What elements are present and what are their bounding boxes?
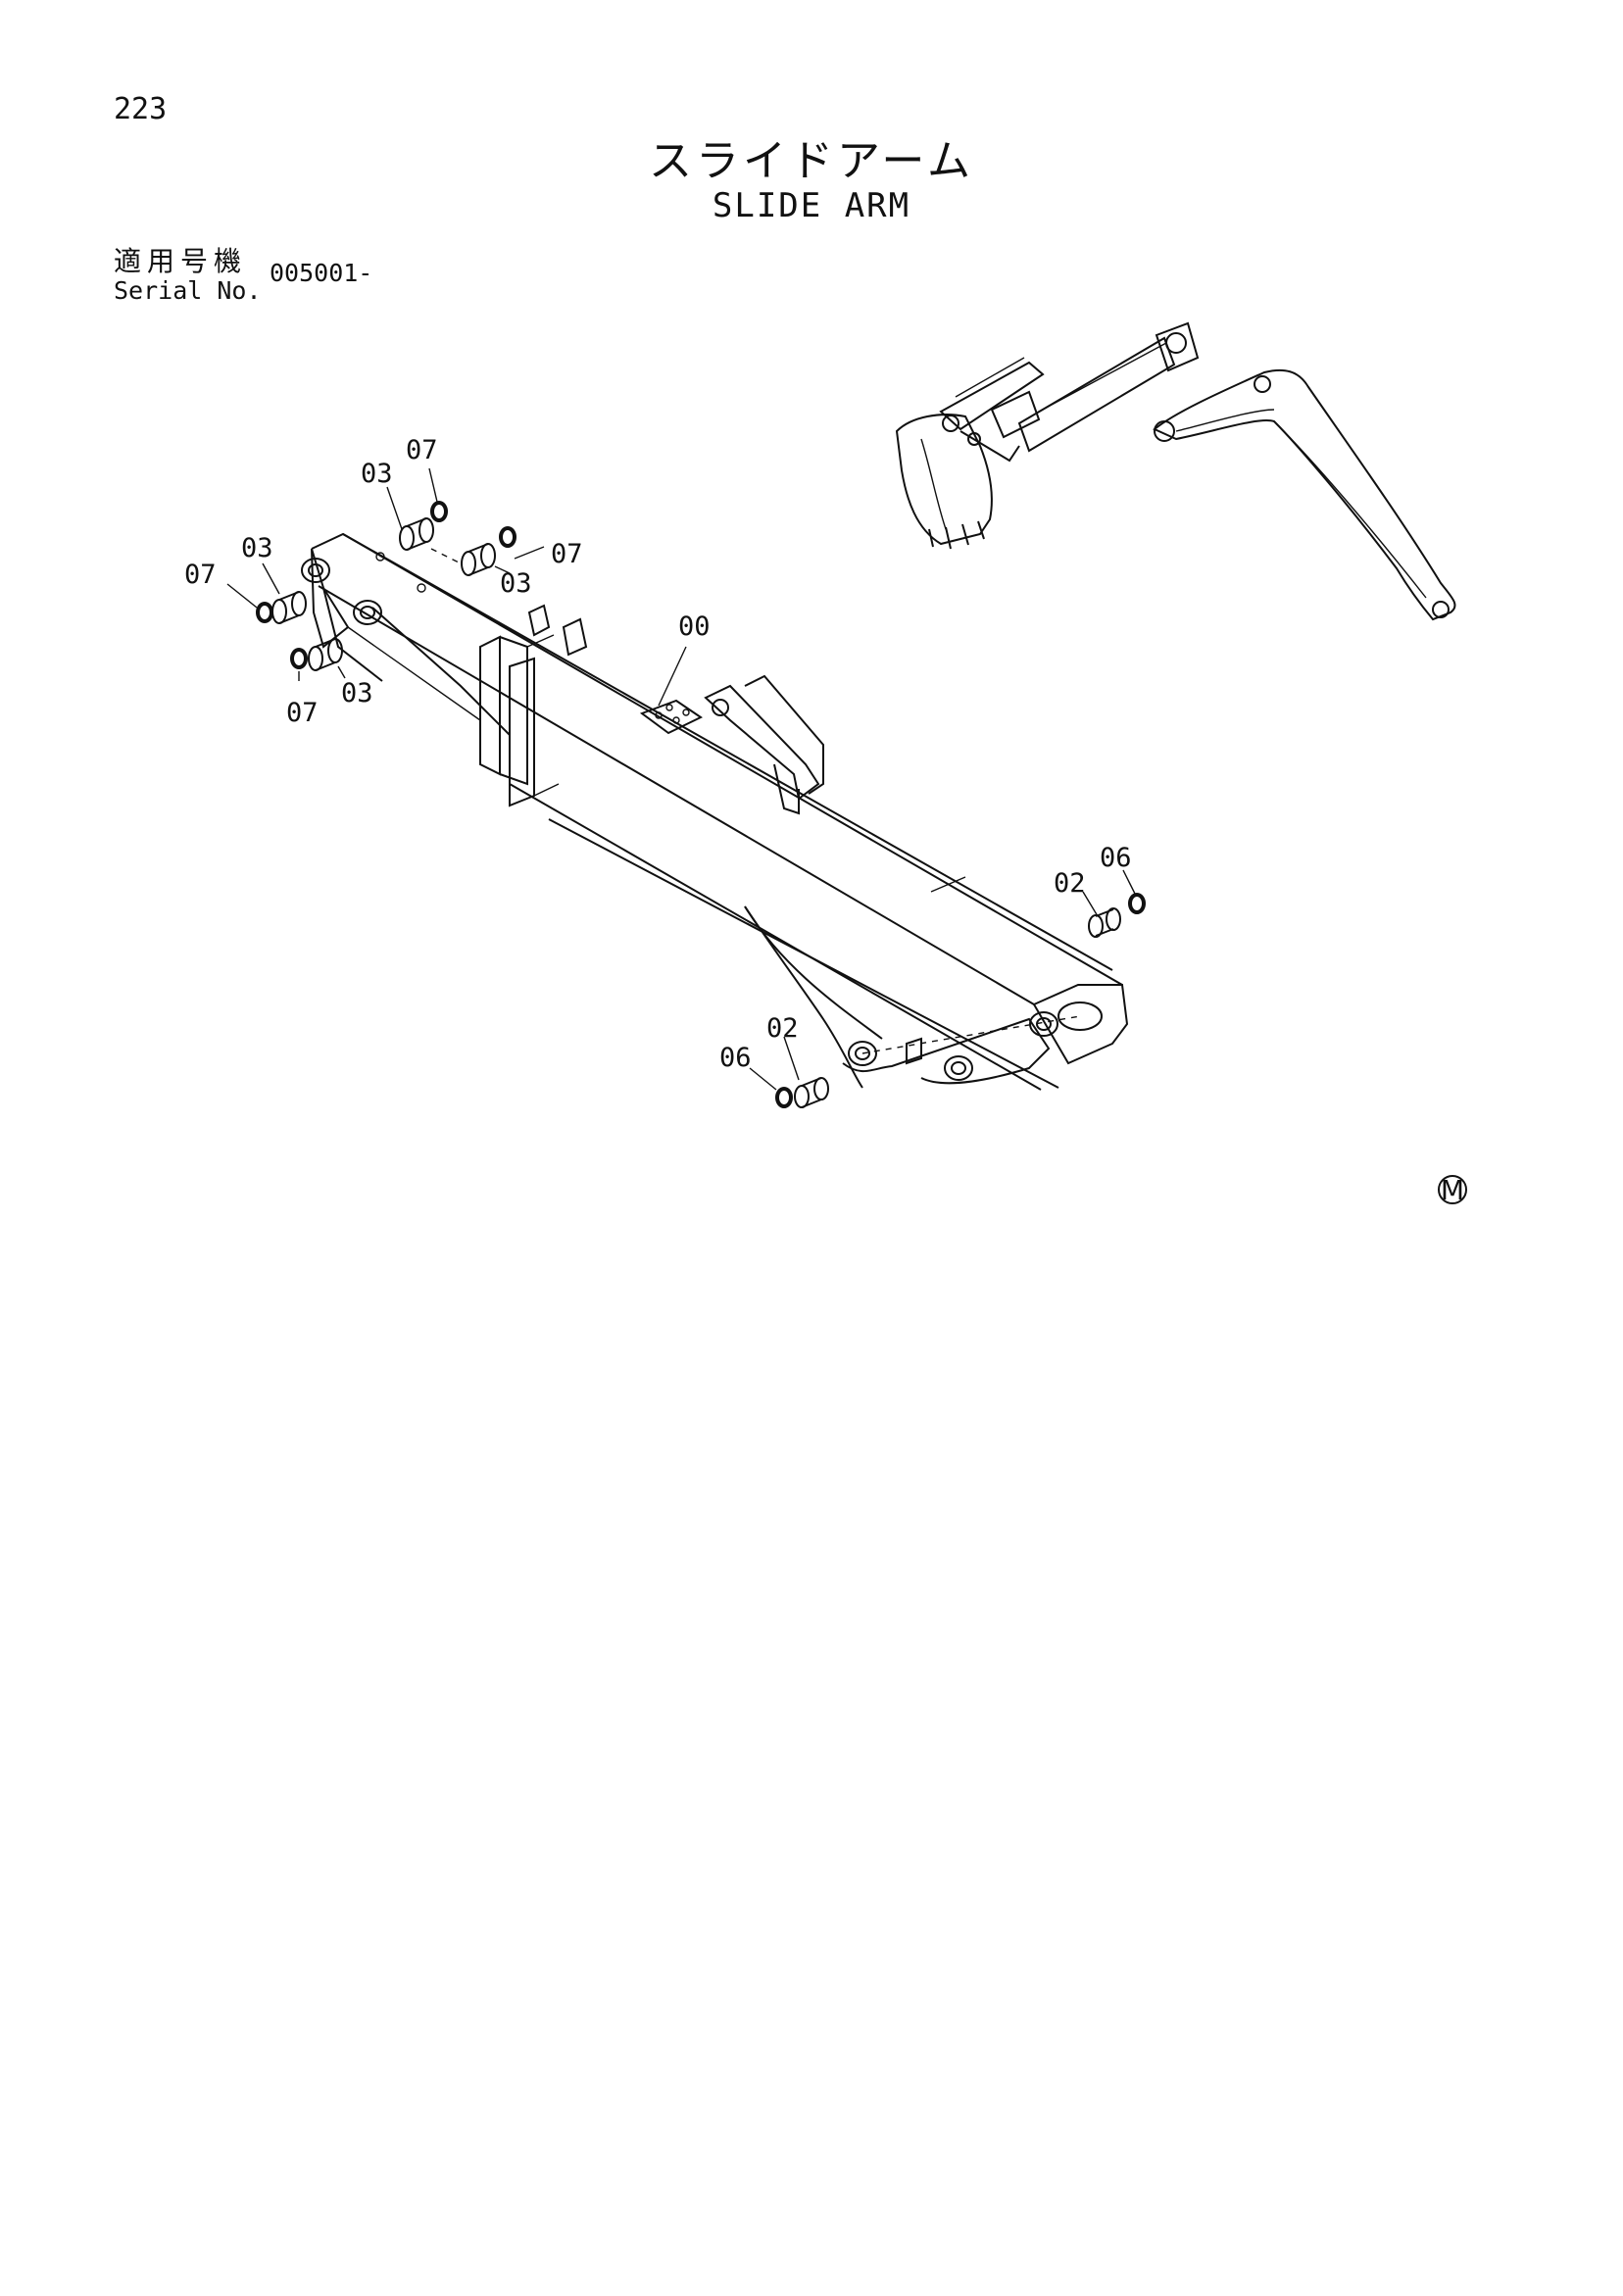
page-title-english: SLIDE ARM bbox=[712, 186, 911, 225]
callout-03-bottom: 03 bbox=[341, 678, 373, 708]
bushings-and-seals bbox=[256, 501, 1146, 1108]
callout-labels: 07 03 03 07 07 03 03 07 00 06 02 02 06 bbox=[184, 435, 1132, 1073]
callout-00-arm: 00 bbox=[678, 611, 711, 642]
callout-06-front-right: 06 bbox=[1100, 843, 1132, 873]
page-number: 223 bbox=[114, 92, 168, 126]
callout-07-bottom: 07 bbox=[286, 698, 319, 728]
page-title-japanese: スライドアーム bbox=[648, 136, 975, 186]
serial-range: 005001- bbox=[270, 259, 373, 287]
callout-02-front-bottom: 02 bbox=[766, 1013, 799, 1044]
callout-03-right: 03 bbox=[500, 568, 532, 599]
callout-03-left: 03 bbox=[241, 533, 273, 563]
applicability-label-japanese: 適用号機 bbox=[114, 245, 248, 277]
machine-overview-illustration bbox=[895, 321, 1456, 621]
callout-07-right: 07 bbox=[551, 539, 583, 569]
corner-mark: M bbox=[1438, 1174, 1467, 1206]
callout-02-front-right: 02 bbox=[1054, 868, 1086, 899]
corner-mark-letter: M bbox=[1441, 1174, 1464, 1206]
callout-03-top: 03 bbox=[361, 459, 393, 489]
slide-arm-body bbox=[301, 532, 1129, 1091]
callout-07-left: 07 bbox=[184, 560, 217, 590]
callout-06-front-bottom: 06 bbox=[719, 1043, 752, 1073]
leader-lines bbox=[226, 467, 1136, 1091]
callout-07-top: 07 bbox=[406, 435, 438, 465]
applicability-label-english: Serial No. bbox=[114, 276, 262, 305]
